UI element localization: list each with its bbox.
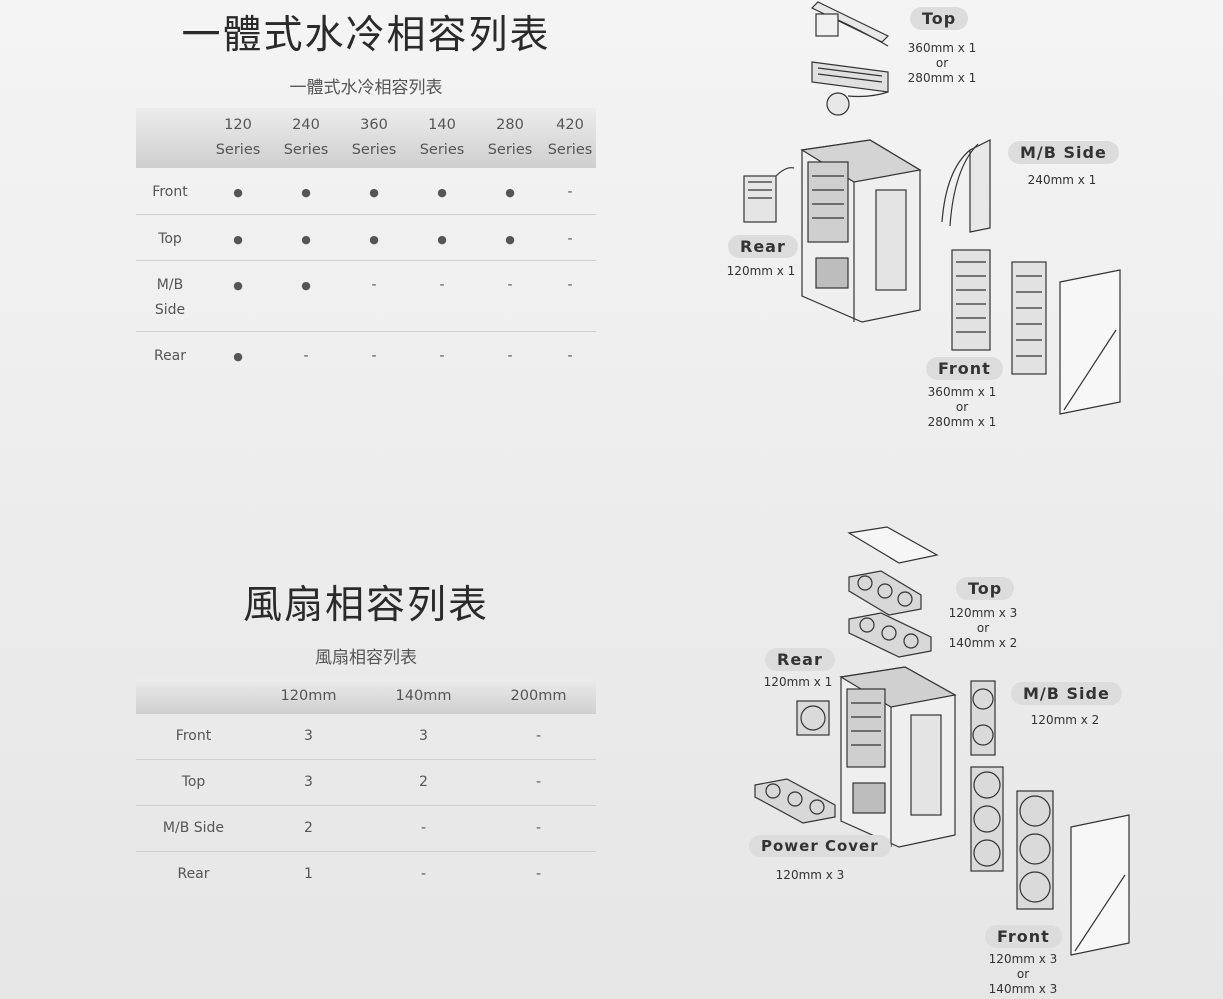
aio-diagram-drawing	[743, 1, 1121, 415]
row-label: Front	[136, 714, 251, 760]
fan-diagram-drawing	[754, 526, 1130, 956]
cell: -	[408, 260, 476, 332]
fan-col-header: 120mm	[280, 688, 337, 704]
cell: ●	[272, 260, 340, 332]
cell: ●	[476, 214, 544, 261]
row-label: M/B Side	[136, 260, 204, 332]
fan-col-header: 200mm	[510, 688, 567, 704]
table-row: Top 3 2 -	[136, 759, 596, 806]
cell: -	[481, 714, 596, 760]
table-row: M/B Side 2 - -	[136, 805, 596, 852]
cell: -	[544, 168, 596, 215]
fan-rear-dims: 120mm x 1	[763, 675, 833, 689]
cell: -	[439, 348, 445, 364]
cell: ●	[204, 260, 272, 332]
fan-top-dims: 120mm x 3 or 140mm x 2	[948, 606, 1018, 650]
cell: ●	[272, 214, 340, 261]
cell: 2	[366, 759, 481, 806]
cell: ●	[408, 214, 476, 261]
aio-rear-label: Rear	[728, 235, 798, 258]
cell: ●	[340, 214, 408, 261]
cell: -	[340, 260, 408, 332]
cell: -	[481, 805, 596, 852]
aio-top-dims: 360mm x 1 or 280mm x 1	[907, 41, 977, 85]
aio-title: 一體式水冷相容列表	[181, 13, 551, 58]
fan-compat-table: 120mm 140mm 200mm Front 3 3 - Top 3 2 - …	[136, 678, 596, 897]
aio-header-row: 120 Series 240 Series 360 Series 140 Ser…	[136, 108, 596, 168]
aio-col-header: 240 Series	[283, 117, 329, 158]
aio-mb-side-dims: 240mm x 1	[1027, 173, 1097, 187]
table-row: Rear 1 - -	[136, 852, 596, 898]
fan-col-header: 140mm	[395, 688, 452, 704]
cell: -	[567, 348, 573, 364]
table-row: Front ● ● ● ● ● -	[136, 168, 596, 215]
aio-exploded-diagram: Top 360mm x 1 or 280mm x 1 M/B Side 240m…	[720, 0, 1130, 440]
fan-mb-side-label: M/B Side	[1011, 682, 1122, 705]
cell: -	[420, 866, 427, 882]
aio-col-header: 280 Series	[487, 117, 533, 158]
aio-col-header: 120 Series	[215, 117, 261, 158]
cell: 2	[251, 805, 366, 852]
fan-subtitle: 風扇相容列表	[315, 648, 417, 668]
cell: 3	[251, 714, 366, 760]
cell: ●	[408, 168, 476, 215]
fan-top-label: Top	[956, 577, 1015, 600]
cell: ●	[476, 168, 544, 215]
aio-subtitle: 一體式水冷相容列表	[289, 78, 443, 98]
aio-mb-side-label: M/B Side	[1008, 141, 1119, 164]
cell: ●	[233, 350, 243, 363]
table-row: Rear ● - - - - -	[136, 332, 596, 379]
aio-front-dims: 360mm x 1 or 280mm x 1	[927, 385, 997, 429]
row-label: Rear	[177, 866, 210, 882]
cell: -	[366, 805, 481, 852]
fan-front-label: Front	[985, 925, 1062, 948]
cell: ●	[272, 168, 340, 215]
cell: -	[544, 214, 596, 261]
aio-header-empty	[136, 108, 204, 168]
fan-mb-side-dims: 120mm x 2	[1030, 713, 1100, 727]
row-label: Front	[136, 168, 204, 215]
aio-top-label: Top	[910, 7, 969, 30]
table-row: Front 3 3 -	[136, 714, 596, 760]
cell: -	[544, 260, 596, 332]
fan-header-empty	[136, 678, 251, 714]
aio-col-header: 420 Series	[547, 117, 593, 158]
row-label: M/B Side	[136, 805, 251, 852]
row-label: Top	[136, 214, 204, 261]
fan-exploded-diagram: Top 120mm x 3 or 140mm x 2 Rear 120mm x …	[745, 525, 1135, 999]
row-label: Top	[136, 759, 251, 806]
cell: -	[303, 348, 309, 364]
row-label: Rear	[153, 348, 187, 364]
aio-compat-table: 120 Series 240 Series 360 Series 140 Ser…	[136, 108, 596, 378]
aio-col-header: 140 Series	[419, 117, 465, 158]
fan-header-row: 120mm 140mm 200mm	[136, 678, 596, 714]
cell: ●	[204, 168, 272, 215]
table-row: M/B Side ● ● - - - -	[136, 260, 596, 332]
cell: 3	[366, 714, 481, 760]
cell: -	[535, 866, 542, 882]
table-row: Top ● ● ● ● ● -	[136, 214, 596, 261]
cell: 1	[304, 866, 313, 882]
aio-front-label: Front	[926, 357, 1003, 380]
cell: -	[481, 759, 596, 806]
fan-rear-label: Rear	[765, 648, 835, 671]
aio-rear-dims: 120mm x 1	[726, 264, 796, 278]
fan-power-cover-dims: 120mm x 3	[775, 868, 845, 882]
cell: ●	[204, 214, 272, 261]
cell: -	[371, 348, 377, 364]
fan-front-dims: 120mm x 3 or 140mm x 3	[988, 952, 1058, 996]
fan-power-cover-label: Power Cover	[749, 835, 891, 857]
cell: -	[507, 348, 513, 364]
aio-col-header: 360 Series	[351, 117, 397, 158]
cell: ●	[340, 168, 408, 215]
fan-title: 風扇相容列表	[242, 583, 489, 628]
cell: -	[476, 260, 544, 332]
cell: 3	[251, 759, 366, 806]
